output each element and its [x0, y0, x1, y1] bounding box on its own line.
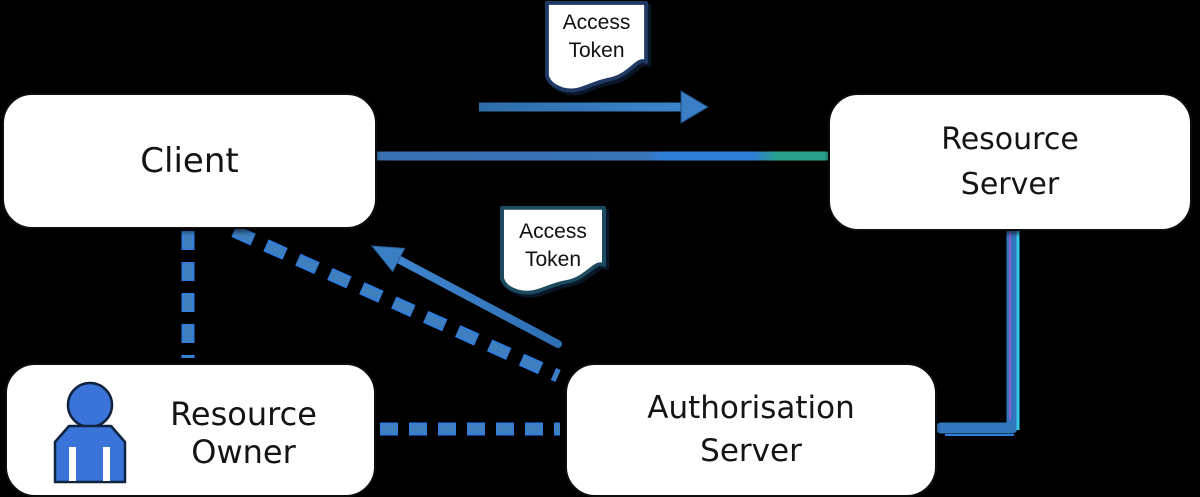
access-token-middle-line1: Access — [519, 220, 587, 243]
resource-server-to-auth-line — [935, 221, 1020, 436]
node-resource-server: Resource Server — [828, 93, 1192, 231]
document-icon — [500, 205, 606, 295]
access-token-document-top: Access Token — [543, 0, 650, 97]
access-token-top-line2: Token — [568, 39, 625, 62]
resource-server-label-line2: Server — [960, 167, 1060, 202]
access-token-middle-line2: Token — [524, 248, 582, 271]
node-resource-owner: Resource Owner — [5, 363, 376, 497]
client-label: Client — [140, 141, 239, 181]
person-icon — [47, 372, 129, 496]
auth-to-client-token-arrow — [370, 245, 562, 348]
node-authorisation-server: Authorisation Server — [565, 363, 937, 497]
authorisation-server-label-line1: Authorisation — [647, 390, 855, 426]
document-icon — [544, 0, 649, 93]
resource-owner-label: Resource Owner — [170, 395, 317, 471]
auth-client-dashed-line — [231, 225, 561, 382]
node-client: Client — [2, 93, 377, 229]
access-token-request-arrow — [479, 90, 709, 124]
resource-server-label-line1: Resource — [941, 122, 1079, 157]
access-token-document-middle: Access Token — [498, 205, 608, 299]
access-token-top-line1: Access — [562, 11, 631, 34]
authorisation-server-label-line2: Server — [700, 433, 802, 469]
